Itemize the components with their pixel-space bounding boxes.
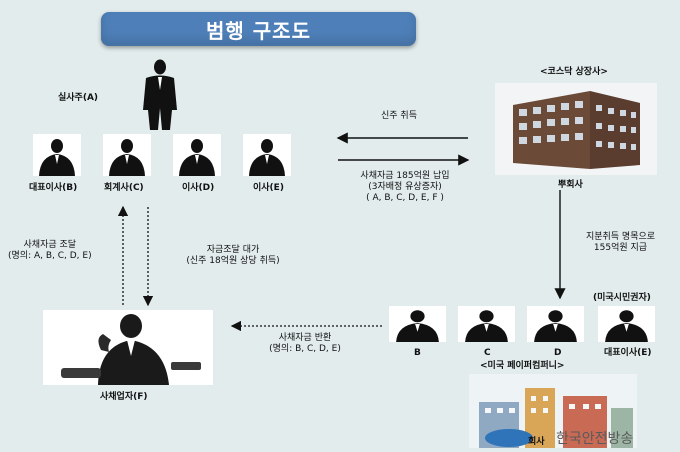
us-person-label-e: 대표이사(E) [604, 348, 652, 358]
funding-label-line1: 사채자금 조달 [23, 240, 77, 250]
executive-label-e: 이사(E) [253, 183, 284, 193]
payment-label-line2: (3자배정 유상증자) [368, 182, 442, 192]
us-person-label-c: C [484, 348, 491, 358]
executive-label-d: 이사(D) [182, 183, 215, 193]
us-person-card-b [389, 306, 446, 342]
consideration-label: 자금조달 대가 (신주 18억원 상당 취득) [168, 245, 298, 267]
building-icon [495, 83, 657, 175]
new-shares-label: 신주 취득 [381, 111, 417, 121]
listed-company-caption: <코스닥 상장사> [540, 67, 608, 77]
executive-card-d [173, 134, 221, 176]
city-buildings-icon [469, 374, 637, 448]
us-person-label-d: D [554, 348, 562, 358]
us-person-label-b: B [414, 348, 421, 358]
equity-payment-line1: 지분취득 명목으로 [585, 232, 656, 242]
payment-label-line3: ( A, B, C, D, E, F ) [366, 193, 444, 203]
executive-card-e [243, 134, 291, 176]
us-company-name: 회사 [528, 437, 545, 447]
watermark: 한국안전방송 [556, 431, 634, 447]
executive-card-b [33, 134, 81, 176]
us-person-card-c [458, 306, 515, 342]
executive-card-c [103, 134, 151, 176]
us-citizen-tag: (미국시민권자) [593, 293, 651, 303]
funding-label-line2: (명의: A, B, C, D, E) [8, 251, 92, 261]
us-person-card-e [598, 306, 655, 342]
equity-payment-line2: 155억원 지급 [593, 243, 648, 253]
page-title: 범행 구조도 [101, 12, 416, 46]
repayment-label-line1: 사채자금 반환 [278, 333, 332, 343]
lender-label: 사채업자(F) [100, 392, 148, 402]
equity-payment-label: 지분취득 명목으로 155억원 지급 [563, 232, 678, 254]
executive-label-c: 회계사(C) [104, 183, 144, 193]
repayment-label-line2: (명의: B, C, D, E) [269, 344, 341, 354]
beneficial-owner-figure [143, 59, 177, 130]
executive-label-b: 대표이사(B) [29, 183, 78, 193]
consideration-label-line1: 자금조달 대가 [206, 245, 260, 255]
us-person-card-d [527, 306, 584, 342]
listed-company-name: 뿌회사 [558, 180, 583, 190]
us-company-photo [469, 374, 637, 448]
payment-label: 사채자금 185억원 납입 (3자배정 유상증자) ( A, B, C, D, … [330, 171, 480, 204]
funding-label: 사채자금 조달 (명의: A, B, C, D, E) [8, 240, 92, 262]
beneficial-owner-label: 실사주(A) [58, 93, 99, 103]
lender-photo [43, 310, 213, 385]
lender-figure [43, 310, 213, 385]
consideration-label-line2: (신주 18억원 상당 취득) [186, 256, 280, 266]
us-paper-company-caption: <미국 페이퍼컴퍼니> [480, 361, 565, 371]
payment-label-line1: 사채자금 185억원 납입 [360, 171, 450, 181]
listed-company-photo [495, 83, 657, 175]
repayment-label: 사채자금 반환 (명의: B, C, D, E) [250, 333, 360, 355]
